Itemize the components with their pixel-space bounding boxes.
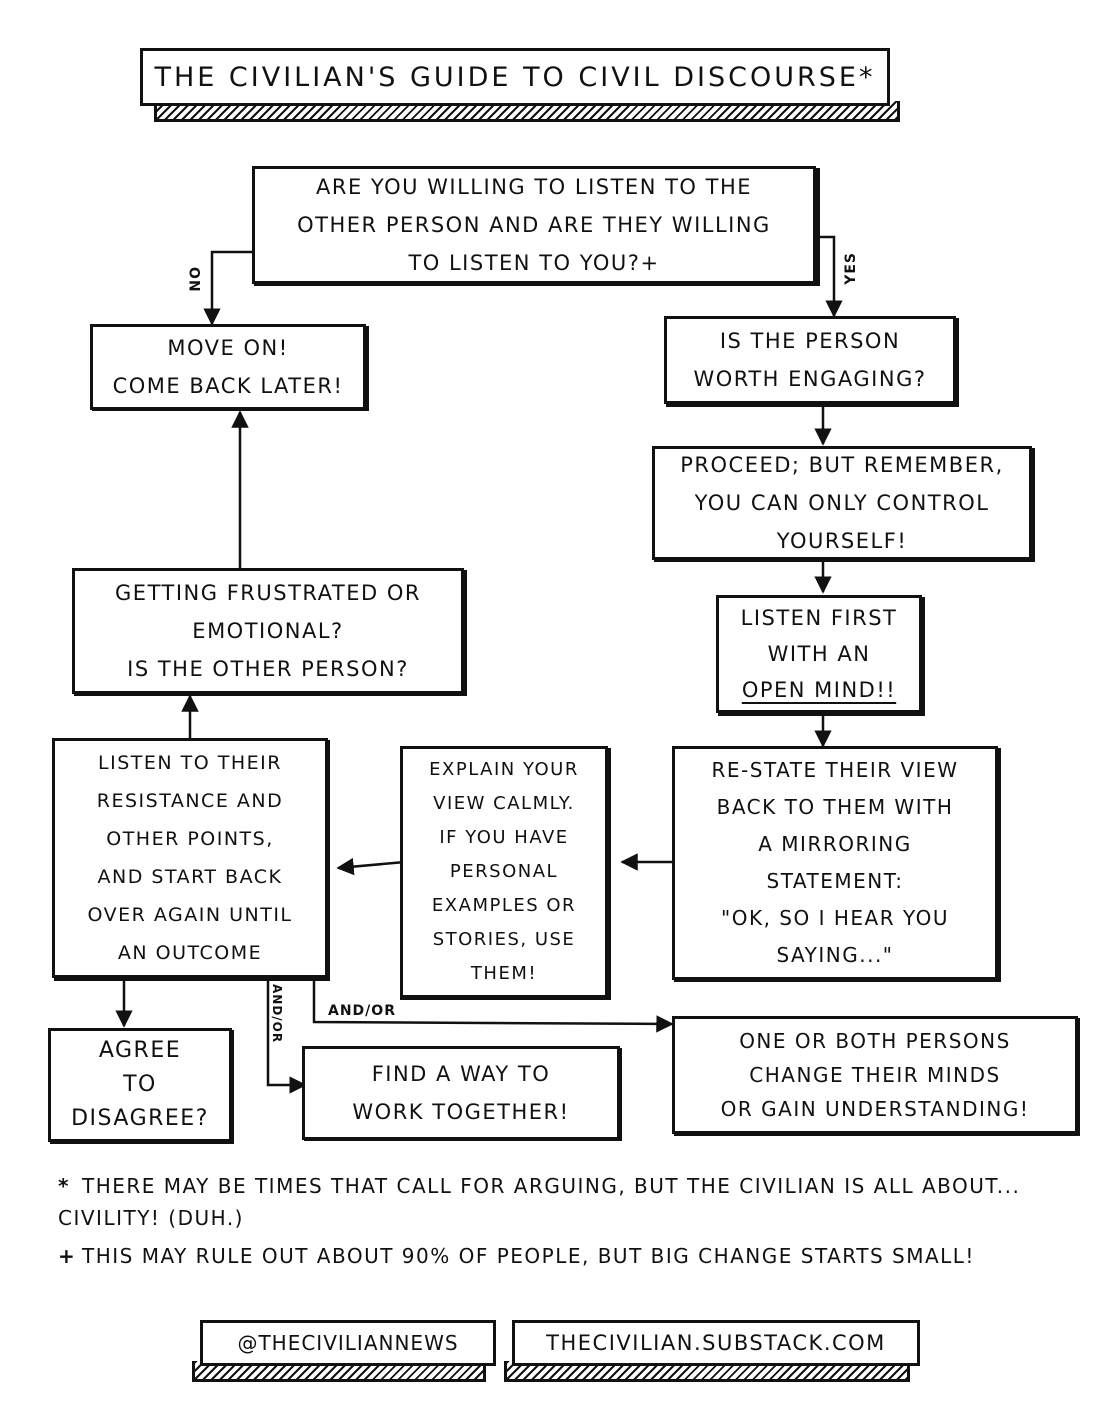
social-handle: @THECIVILIANNEWS	[237, 1331, 459, 1355]
node-line: STATEMENT:	[766, 869, 904, 893]
node-frustrated: GETTING FRUSTRATED OR EMOTIONAL? IS THE …	[72, 568, 464, 694]
node-line: VIEW CALMLY.	[433, 793, 575, 814]
node-line: AGREE	[98, 1038, 182, 1063]
website-face: THECIVILIAN.SUBSTACK.COM	[512, 1320, 920, 1366]
shadow-edge-change	[674, 1018, 1080, 1136]
social-handle-shadow	[192, 1361, 486, 1382]
shadow-edge-proceed	[654, 448, 1035, 562]
node-line: MOVE ON!	[167, 336, 289, 360]
node-line: RESISTANCE AND	[96, 790, 284, 812]
footnote-mark: *	[58, 1174, 70, 1198]
footnote-text: THIS MAY RULE OUT ABOUT 90% OF PEOPLE, B…	[82, 1244, 975, 1268]
edge-label-yes: YES	[843, 252, 859, 285]
node-worth-engaging: IS THE PERSON WORTH ENGAGING?	[664, 316, 956, 404]
node-line: TO	[123, 1072, 157, 1097]
node-proceed: PROCEED; BUT REMEMBER, YOU CAN ONLY CONT…	[652, 446, 1032, 560]
node-line: WORTH ENGAGING?	[693, 367, 927, 391]
title-banner-face: THE CIVILIAN'S GUIDE to CIVIL DISCOURSE*	[140, 48, 890, 106]
arrow-listenresist-to-change	[312, 980, 674, 1033]
node-line: WITH AN	[767, 642, 871, 666]
node-line: AND START BACK	[97, 866, 283, 888]
node-line: COME BACK LATER!	[112, 374, 344, 398]
arrow-start-to-moveon	[203, 250, 252, 326]
website-banner[interactable]: THECIVILIAN.SUBSTACK.COM	[504, 1320, 920, 1382]
node-line: YOURSELF!	[776, 529, 908, 553]
node-line: PERSONAL	[449, 861, 559, 882]
node-line: LISTEN TO THEIR	[98, 752, 282, 774]
node-line: OPEN MIND!!	[741, 678, 897, 702]
node-listen-first: LISTEN FIRST WITH AN OPEN MIND!!	[716, 595, 922, 713]
edge-label-no: NO	[188, 266, 204, 292]
node-line: IS THE OTHER PERSON?	[127, 657, 409, 681]
shadow-edge-agree	[50, 1030, 234, 1144]
footnote-mark: +	[58, 1244, 77, 1268]
node-agree-to-disagree: AGREE TO DISAGREE?	[48, 1028, 232, 1142]
node-line: EMOTIONAL?	[192, 619, 344, 643]
node-line: OR GAIN UNDERSTANDING!	[720, 1097, 1030, 1121]
social-handle-face: @THECIVILIANNEWS	[200, 1320, 496, 1366]
node-line: DISAGREE?	[71, 1106, 209, 1131]
node-explain: EXPLAIN YOUR VIEW CALMLY. IF YOU HAVE PE…	[400, 746, 608, 998]
footnote-plus: +THIS MAY RULE OUT ABOUT 90% OF PEOPLE, …	[58, 1240, 1048, 1272]
node-line: OTHER PERSON AND ARE THEY WILLING	[297, 213, 771, 237]
node-line: ONE OR BOTH PERSONS	[739, 1029, 1011, 1053]
node-listen-resistance: LISTEN TO THEIR RESISTANCE AND OTHER POI…	[52, 738, 328, 978]
node-line: OVER AGAIN UNTIL	[87, 904, 293, 926]
title-banner-shadow	[154, 101, 900, 122]
node-line: FIND A WAY TO	[371, 1062, 551, 1086]
node-line: STORIES, USE	[432, 929, 576, 950]
website-url: THECIVILIAN.SUBSTACK.COM	[546, 1331, 886, 1355]
node-line: TO LISTEN TO YOU?+	[408, 251, 660, 275]
node-line: LISTEN FIRST	[740, 606, 898, 630]
title-banner: THE CIVILIAN'S GUIDE to CIVIL DISCOURSE*	[140, 48, 900, 122]
node-line: SAYING..."	[776, 943, 894, 967]
shadow-edge-worth	[666, 318, 959, 407]
node-line: IS THE PERSON	[719, 329, 901, 353]
edge-label-andor-together: AND/OR	[270, 984, 284, 1044]
website-shadow	[504, 1361, 910, 1382]
footnote-asterisk: *THERE MAY BE TIMES THAT CALL FOR ARGUIN…	[58, 1170, 1048, 1234]
node-willing-to-listen: ARE YOU WILLING TO LISTEN TO THE OTHER P…	[252, 166, 816, 284]
node-restate: RE-STATE THEIR VIEW BACK TO THEM WITH A …	[672, 746, 998, 980]
shadow-edge-start	[254, 168, 820, 286]
node-line: IF YOU HAVE	[439, 827, 569, 848]
node-line: AN OUTCOME	[117, 942, 263, 964]
node-line: A MIRRORING	[758, 832, 912, 856]
node-line: YOU CAN ONLY CONTROL	[694, 491, 990, 515]
edge-label-andor-change: AND/OR	[328, 1003, 396, 1019]
node-line: GETTING FRUSTRATED OR	[115, 581, 421, 605]
node-line: WORK TOGETHER!	[352, 1100, 570, 1124]
node-line: CHANGE THEIR MINDS	[749, 1063, 1001, 1087]
node-move-on: MOVE ON! COME BACK LATER!	[90, 324, 366, 410]
node-work-together: FIND A WAY TO WORK TOGETHER!	[302, 1046, 620, 1140]
node-line: RE-STATE THEIR VIEW	[711, 758, 959, 782]
arrow-start-to-worth	[816, 235, 843, 318]
node-line: ARE YOU WILLING TO LISTEN TO THE	[315, 175, 753, 199]
arrow-explain-to-listenresist	[336, 857, 406, 876]
node-line: PROCEED; BUT REMEMBER,	[680, 453, 1004, 477]
shadow-edge-restate	[674, 748, 1001, 982]
node-line: BACK TO THEM WITH	[716, 795, 954, 819]
shadow-edge-listenfirst	[718, 597, 925, 716]
node-line: "OK, SO I HEAR YOU	[721, 906, 949, 930]
shadow-edge-explain	[400, 748, 611, 1000]
page-title: THE CIVILIAN'S GUIDE to CIVIL DISCOURSE*	[154, 61, 876, 93]
social-handle-banner[interactable]: @THECIVILIANNEWS	[192, 1320, 496, 1382]
node-change-minds: ONE OR BOTH PERSONS CHANGE THEIR MINDS O…	[672, 1016, 1078, 1134]
node-line: THEM!	[470, 963, 538, 984]
node-line: EXPLAIN YOUR	[429, 759, 579, 780]
shadow-edge-listenresist	[54, 740, 330, 981]
footnote-text: THERE MAY BE TIMES THAT CALL FOR ARGUING…	[58, 1174, 1021, 1230]
arrow-listenresist-to-together	[266, 980, 307, 1094]
shadow-edge-frustrated	[74, 570, 467, 696]
node-line: OTHER POINTS,	[106, 828, 274, 850]
node-line: EXAMPLES OR	[431, 895, 577, 916]
